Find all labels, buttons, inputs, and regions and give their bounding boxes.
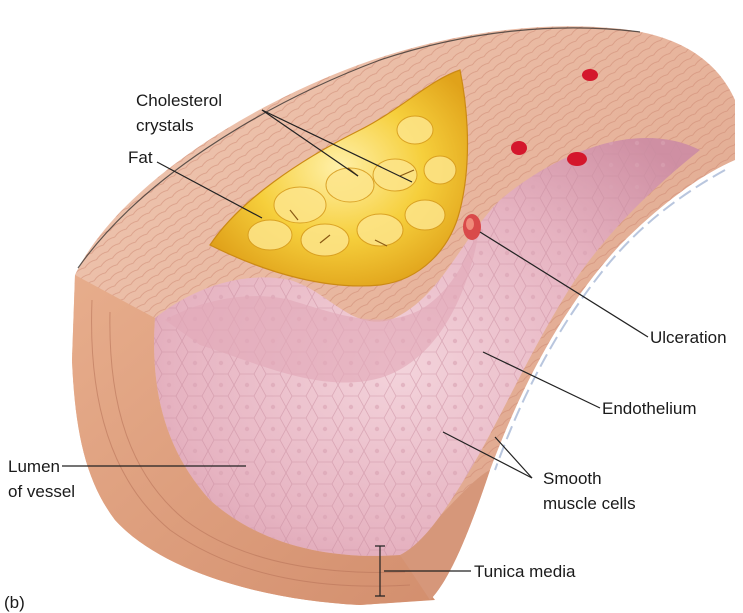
label-fat: Fat	[128, 148, 153, 167]
label-smooth-line2: muscle cells	[543, 494, 636, 513]
label-cholesterol-line2: crystals	[136, 116, 194, 135]
label-endothelium: Endothelium	[602, 399, 697, 418]
label-smooth-line1: Smooth	[543, 469, 602, 488]
label-lumen-line1: Lumen	[8, 457, 60, 476]
label-tunica-media: Tunica media	[474, 562, 576, 581]
label-lumen-line2: of vessel	[8, 482, 75, 501]
label-cholesterol-line1: Cholesterol	[136, 91, 222, 110]
label-ulceration: Ulceration	[650, 328, 727, 347]
ulceration-mark	[463, 214, 481, 240]
panel-label: (b)	[4, 593, 25, 612]
